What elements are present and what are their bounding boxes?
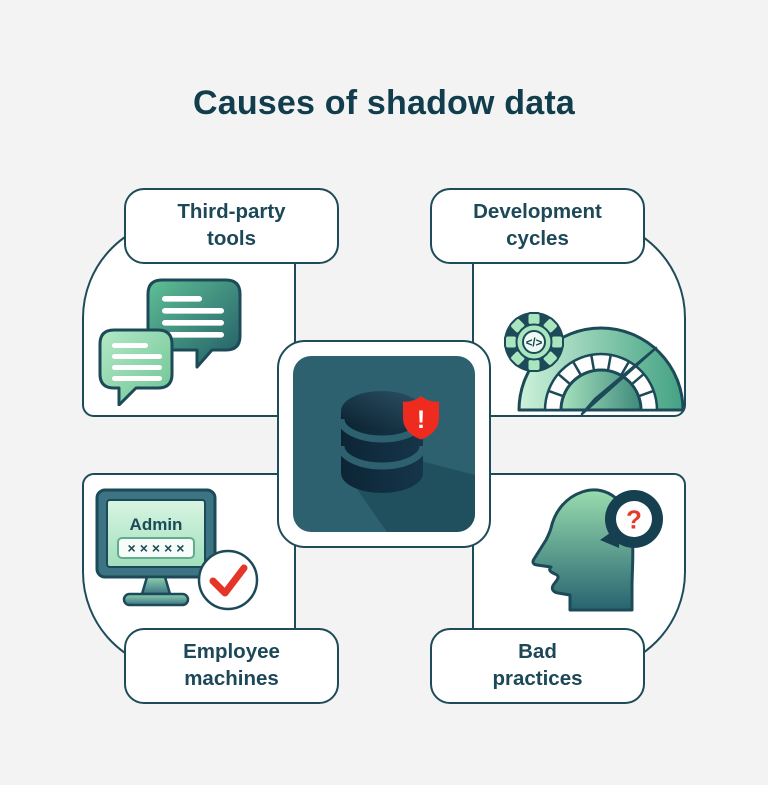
password-field [117,537,195,559]
label-line: Development [473,200,602,224]
label-line: Bad [518,640,557,664]
label-development-cycles: Development cycles [430,188,645,264]
gauge-ticks [548,354,654,397]
monitor-stand-base [122,592,190,607]
code-glyph: </> [526,338,543,350]
chat-bubble-large-lines [162,296,224,338]
label-line: practices [492,667,583,690]
label-line: Employee [183,640,280,664]
head-question-icon: ? [531,488,663,612]
admin-monitor-icon: Admin ××××× [95,488,259,611]
label-line: machines [184,667,279,690]
monitor-stand-neck [140,575,172,596]
label-employee-machines: Employee machines [124,628,339,704]
alert-glyph: ! [417,406,425,434]
page-title: Causes of shadow data [192,84,576,122]
chat-bubbles-icon [98,278,242,406]
label-line: Third-party [177,200,286,224]
question-bubble-face [616,501,652,537]
monitor-admin-label: Admin [130,515,183,534]
label-bad-practices: Bad practices [430,628,645,704]
alert-shield-icon: ! [403,396,439,440]
speedometer-gear-icon: </> [504,312,685,416]
gauge-needle [580,346,658,416]
database-alert-card: ! [277,340,491,548]
check-badge [197,549,259,611]
label-line: cycles [506,227,569,250]
check-icon [209,564,248,597]
question-glyph: ? [626,505,642,535]
chat-bubble-small-lines [112,343,162,381]
database-top [341,391,423,431]
password-mask: ××××× [128,540,189,556]
database-cylinder [341,411,423,493]
label-line: tools [207,227,256,250]
database-alert-tile: ! [293,356,475,532]
label-third-party-tools: Third-party tools [124,188,339,264]
code-gear-icon: </> [504,312,564,372]
database-alert-icon: ! [337,391,475,532]
